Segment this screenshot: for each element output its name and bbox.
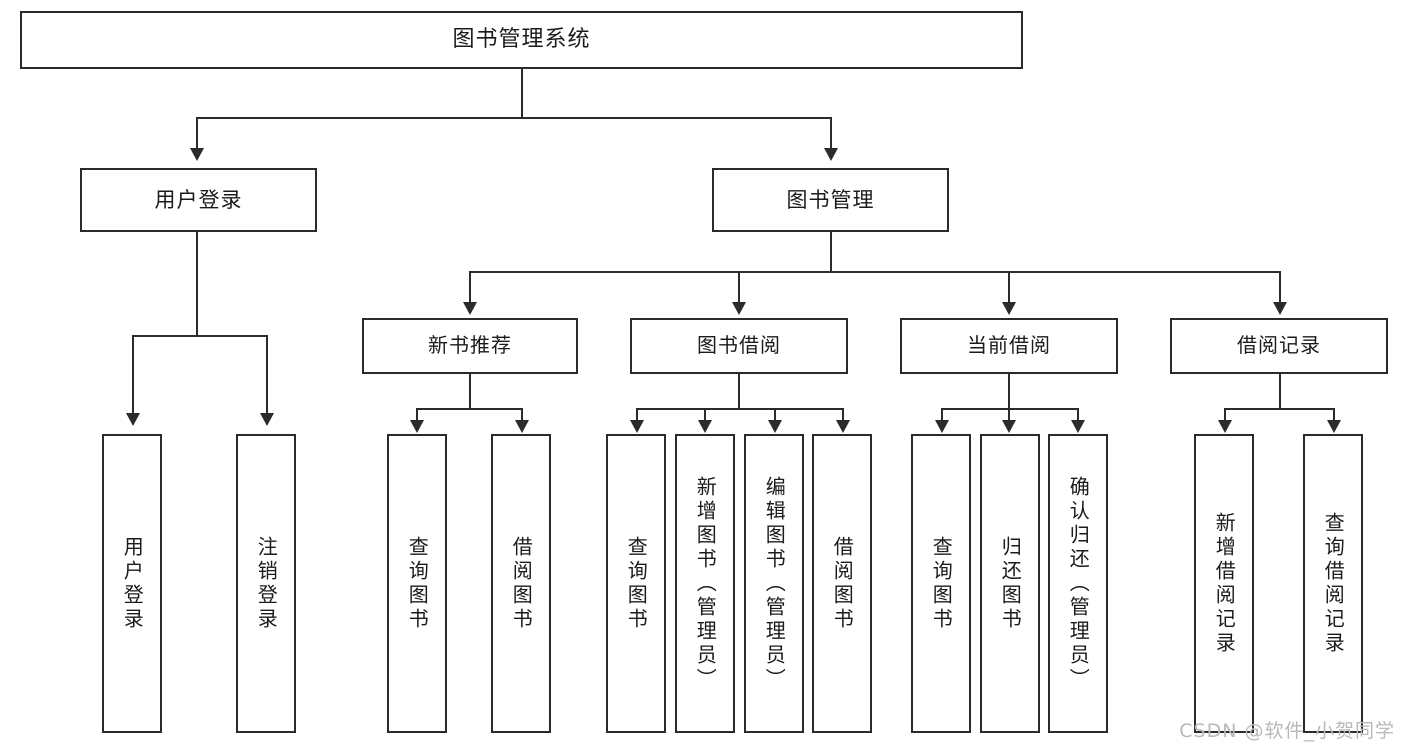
connector-book-mgmt-drop-1 (469, 271, 471, 304)
arrowhead-user-login-leaf-1 (126, 413, 140, 426)
leaf-book-borrow-add[interactable]: 新增图书（管理员） (675, 434, 735, 733)
arrowhead-current-borrow-leaf-1 (935, 420, 949, 433)
leaf-current-borrow-return[interactable]: 归还图书 (980, 434, 1040, 733)
node-new-book-recommend[interactable]: 新书推荐 (362, 318, 578, 374)
node-book-management[interactable]: 图书管理 (712, 168, 949, 232)
leaf-borrow-record-add[interactable]: 新增借阅记录 (1194, 434, 1254, 733)
arrowhead-borrow-book (732, 302, 746, 315)
node-label: 用户登录 (154, 187, 243, 212)
node-label: 归还图书 (998, 535, 1023, 632)
arrowhead-new-book (463, 302, 477, 315)
arrowhead-user-login-leaf-2 (260, 413, 274, 426)
arrowhead-book-borrow-leaf-3 (768, 420, 782, 433)
connector-root-to-book-mgmt (830, 117, 832, 150)
leaf-new-book-query[interactable]: 查询图书 (387, 434, 447, 733)
node-label: 查询图书 (624, 535, 649, 632)
node-label: 编辑图书（管理员） (762, 475, 787, 692)
connector-current-borrow-drop-2 (1008, 408, 1010, 422)
node-label: 确认归还（管理员） (1066, 475, 1091, 692)
node-root-library-system[interactable]: 图书管理系统 (20, 11, 1023, 69)
node-label: 查询图书 (405, 535, 430, 632)
node-label: 查询借阅记录 (1321, 511, 1346, 656)
connector-new-book-drop-2 (521, 408, 523, 422)
arrowhead-borrow-record (1273, 302, 1287, 315)
connector-book-borrow-drop-2 (704, 408, 706, 422)
node-label: 图书借阅 (697, 333, 781, 358)
node-label: 借阅记录 (1237, 333, 1321, 358)
leaf-book-borrow-query[interactable]: 查询图书 (606, 434, 666, 733)
node-label: 查询图书 (929, 535, 954, 632)
node-label: 新书推荐 (428, 333, 512, 358)
leaf-user-login-login[interactable]: 用户登录 (102, 434, 162, 733)
arrowhead-current-borrow-leaf-3 (1071, 420, 1085, 433)
connector-root-stem (521, 69, 523, 118)
connector-borrow-record-drop-2 (1333, 408, 1335, 422)
connector-borrow-record-bus (1224, 408, 1334, 410)
arrowhead-book-borrow-leaf-4 (836, 420, 850, 433)
arrowhead-user-login (190, 148, 204, 161)
node-current-borrow[interactable]: 当前借阅 (900, 318, 1118, 374)
leaf-new-book-borrow[interactable]: 借阅图书 (491, 434, 551, 733)
node-label: 当前借阅 (967, 333, 1051, 358)
connector-borrow-record-drop-1 (1224, 408, 1226, 422)
arrowhead-new-book-leaf-2 (515, 420, 529, 433)
leaf-book-borrow-borrow[interactable]: 借阅图书 (812, 434, 872, 733)
arrowhead-new-book-leaf-1 (410, 420, 424, 433)
connector-user-login-bus (132, 335, 267, 337)
arrowhead-book-borrow-leaf-2 (698, 420, 712, 433)
connector-book-mgmt-bus (469, 271, 1280, 273)
connector-new-book-stem (469, 374, 471, 409)
connector-book-borrow-drop-3 (774, 408, 776, 422)
node-label: 借阅图书 (830, 535, 855, 632)
connector-current-borrow-bus (941, 408, 1079, 410)
arrowhead-book-borrow-leaf-1 (630, 420, 644, 433)
connector-borrow-record-stem (1279, 374, 1281, 409)
node-label: 新增图书（管理员） (693, 475, 718, 692)
connector-current-borrow-drop-1 (941, 408, 943, 422)
arrowhead-borrow-record-leaf-1 (1218, 420, 1232, 433)
connector-new-book-drop-1 (416, 408, 418, 422)
connector-book-borrow-drop-1 (636, 408, 638, 422)
leaf-book-borrow-edit[interactable]: 编辑图书（管理员） (744, 434, 804, 733)
node-book-borrow[interactable]: 图书借阅 (630, 318, 848, 374)
connector-user-login-stem (196, 232, 198, 336)
connector-book-mgmt-drop-3 (1008, 271, 1010, 304)
connector-user-login-drop-2 (266, 335, 268, 415)
node-borrow-record[interactable]: 借阅记录 (1170, 318, 1388, 374)
connector-current-borrow-stem (1008, 374, 1010, 409)
arrowhead-current-borrow (1002, 302, 1016, 315)
arrowhead-borrow-record-leaf-2 (1327, 420, 1341, 433)
connector-book-mgmt-drop-2 (738, 271, 740, 304)
arrowhead-current-borrow-leaf-2 (1002, 420, 1016, 433)
connector-book-borrow-drop-4 (842, 408, 844, 422)
connector-book-mgmt-drop-4 (1279, 271, 1281, 304)
node-label: 借阅图书 (509, 535, 534, 632)
node-user-login[interactable]: 用户登录 (80, 168, 317, 232)
leaf-current-borrow-confirm[interactable]: 确认归还（管理员） (1048, 434, 1108, 733)
connector-book-borrow-stem (738, 374, 740, 409)
connector-book-borrow-bus (636, 408, 842, 410)
connector-root-bus (196, 117, 832, 119)
connector-root-to-user-login (196, 117, 198, 150)
arrowhead-book-mgmt (824, 148, 838, 161)
connector-user-login-drop-1 (132, 335, 134, 415)
connector-new-book-bus (416, 408, 522, 410)
node-label: 注销登录 (254, 535, 279, 632)
connector-current-borrow-drop-3 (1077, 408, 1079, 422)
leaf-borrow-record-query[interactable]: 查询借阅记录 (1303, 434, 1363, 733)
node-label: 图书管理系统 (452, 26, 591, 52)
node-label: 新增借阅记录 (1212, 511, 1237, 656)
node-label: 图书管理 (786, 187, 875, 212)
leaf-current-borrow-query[interactable]: 查询图书 (911, 434, 971, 733)
leaf-user-login-logout[interactable]: 注销登录 (236, 434, 296, 733)
node-label: 用户登录 (120, 535, 145, 632)
connector-book-mgmt-stem (830, 232, 832, 272)
